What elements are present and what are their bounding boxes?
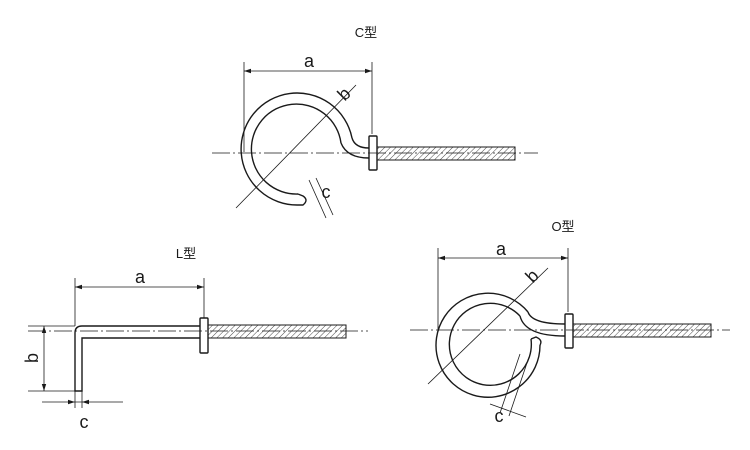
o-type-ring-tip	[530, 336, 542, 346]
o-type-dim-c-line-2	[508, 356, 530, 417]
l-type-figure: L型 a b c	[22, 246, 368, 432]
c-type-hook-inner	[250, 103, 342, 195]
c-type-figure: C型 a b c	[212, 25, 538, 219]
l-type-title: L型	[176, 246, 196, 261]
l-type-dim-b-arrow-top	[41, 326, 47, 333]
l-type-dim-c-label: c	[80, 412, 89, 432]
c-type-hook-tip	[297, 193, 307, 206]
c-type-neck-lower	[340, 142, 370, 159]
c-type-dim-b-line	[235, 84, 357, 209]
o-type-dim-a-label: a	[496, 239, 507, 259]
c-type-dim-a-arrow-left	[244, 68, 251, 74]
c-type-dim-c-line-1	[308, 179, 327, 219]
l-type-dim-b-label: b	[22, 353, 42, 363]
o-type-dim-c-label: c	[495, 406, 504, 426]
c-type-thread	[376, 146, 516, 161]
o-type-title: O型	[551, 219, 574, 234]
c-type-dim-c-line-2	[315, 177, 334, 216]
l-type-dim-c-arrow-right	[82, 399, 89, 405]
l-type-thread	[207, 324, 347, 339]
l-type-dim-a-label: a	[135, 267, 146, 287]
c-type-dim-a-arrow-right	[365, 68, 372, 74]
c-type-title: C型	[355, 25, 377, 40]
l-type-washer	[199, 317, 209, 354]
o-type-dim-c-cross	[489, 403, 527, 418]
o-type-ring-outer	[435, 292, 541, 398]
l-type-dim-c-arrow-left	[68, 399, 75, 405]
l-type-dim-a-arrow-right	[197, 284, 204, 290]
l-type-dim-a-arrow-left	[75, 284, 82, 290]
o-type-dim-c-line-1	[499, 353, 521, 414]
o-type-ring-inner	[448, 302, 533, 386]
l-type-rod	[74, 325, 200, 392]
o-type-neck-lower	[519, 315, 566, 337]
c-type-dim-a-label: a	[304, 51, 315, 71]
o-type-neck-upper	[527, 311, 566, 325]
o-type-washer	[564, 313, 574, 349]
o-type-figure: O型 a b c	[410, 219, 730, 426]
o-type-thread	[572, 323, 712, 338]
c-type-dim-b-label: b	[333, 83, 354, 104]
o-type-dim-a-arrow-left	[438, 255, 445, 261]
l-type-dim-b-arrow-bottom	[41, 384, 47, 391]
o-type-dim-a-arrow-right	[561, 255, 568, 261]
o-type-dim-b-line	[427, 267, 549, 385]
c-type-hook-outer	[240, 92, 353, 206]
c-type-dim-c-label: c	[322, 182, 331, 202]
c-type-neck-upper	[351, 137, 370, 149]
